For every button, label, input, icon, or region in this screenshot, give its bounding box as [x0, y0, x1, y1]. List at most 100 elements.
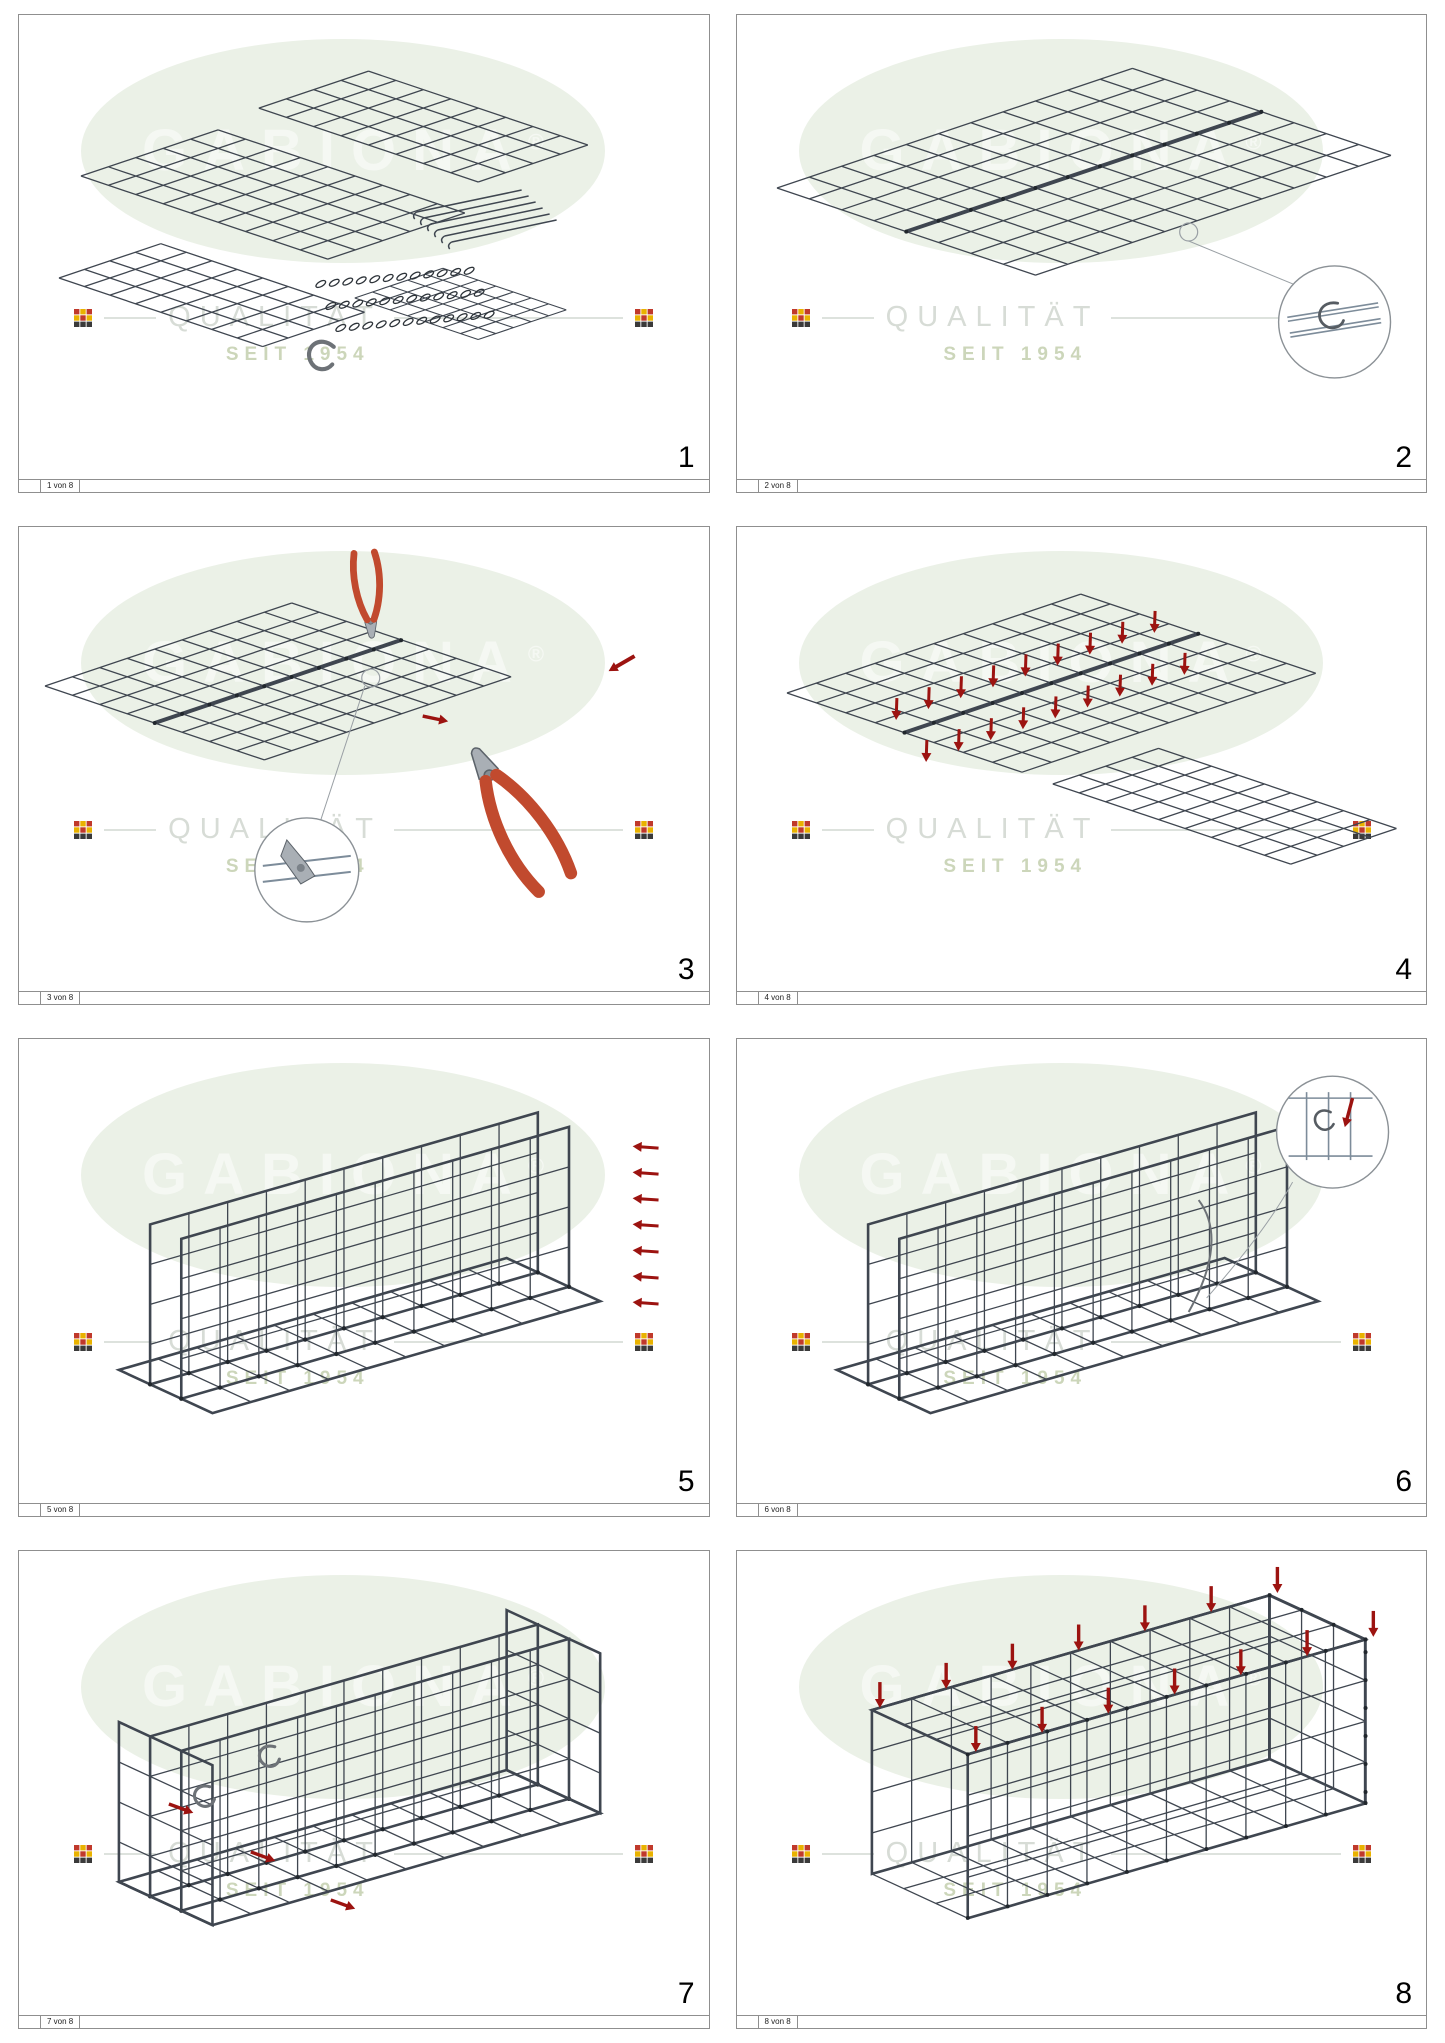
step-number: 6 [1395, 1465, 1412, 1498]
page-indicator: 6 von 8 [759, 1504, 798, 1516]
direction-arrow-icon [987, 665, 998, 688]
registered-mark: ® [1245, 1154, 1262, 1180]
step-number: 8 [1395, 1977, 1412, 2010]
watermark-divider [104, 1852, 157, 1855]
mesh-grid [45, 603, 511, 760]
direction-arrow-icon [1036, 1706, 1047, 1733]
direction-arrow-icon [940, 1662, 951, 1689]
watermark-seit-text: SEIT 1954 [225, 1880, 370, 1902]
watermark-ellipse: GABIONA® [81, 550, 606, 776]
title-block: 3 von 8 [19, 991, 709, 1004]
mesh-grid [967, 1640, 1364, 1919]
brand-logo-icon [74, 1332, 93, 1351]
page-indicator: 3 von 8 [41, 992, 81, 1004]
step-number: 7 [677, 1977, 695, 2010]
brand-logo-icon [635, 1332, 654, 1351]
spiral-row [335, 310, 495, 333]
mesh-grid [871, 1595, 1268, 1874]
instruction-step-panel: GABIONA® QUALITÄT SEIT 1954 2 2 von 8 [735, 14, 1427, 493]
watermark-brand-text: GABIONA® [142, 630, 545, 696]
watermark-qualitaet-text: QUALITÄT [168, 1837, 382, 1870]
watermark-qualitaet-text: QUALITÄT [168, 1325, 382, 1358]
watermark-divider [1111, 828, 1341, 831]
mesh-grid [119, 1258, 600, 1413]
brand-logo-icon [635, 820, 654, 839]
mesh-grid [1269, 1595, 1365, 1803]
clip-dots [147, 1782, 541, 1899]
instruction-step-panel: GABIONA® QUALITÄT SEIT 1954 3 3 von 8 [18, 526, 710, 1005]
title-block-cell [19, 992, 41, 1004]
instruction-step-panel: GABIONA® QUALITÄT SEIT 1954 5 5 von 8 [18, 1038, 710, 1517]
instruction-step-panel: GABIONA® QUALITÄT SEIT 1954 7 7 von 8 [18, 1550, 710, 2029]
title-block: 1 von 8 [19, 479, 709, 492]
direction-arrow-icon [1139, 1605, 1150, 1632]
watermark-divider [1111, 1852, 1341, 1855]
watermark-brand-text: GABIONA® [142, 118, 545, 184]
clip-dots [1267, 1593, 1368, 1642]
step-illustration [737, 15, 1427, 379]
watermark-row: QUALITÄT [791, 1325, 1371, 1358]
detail-inset-content [1286, 301, 1381, 338]
leader-line [1205, 1181, 1293, 1299]
step-illustration [737, 1075, 1389, 1503]
watermark-seit-text: SEIT 1954 [943, 856, 1088, 878]
direction-arrow-icon [1020, 654, 1031, 677]
watermark-qualitaet-text: QUALITÄT [885, 301, 1100, 334]
brand-logo-icon [74, 308, 93, 327]
direction-arrow-icon [1102, 1687, 1113, 1714]
watermark-row: QUALITÄT [74, 813, 654, 846]
direction-arrow-icon [1050, 696, 1061, 719]
title-block-cell [19, 2016, 41, 2028]
mesh-grid [259, 71, 588, 182]
detail-inset [1275, 1075, 1389, 1189]
watermark-divider [821, 316, 874, 319]
watermark-brand-text: GABIONA® [142, 1654, 545, 1720]
mesh-grid [150, 1113, 538, 1385]
direction-arrow-icon [168, 1802, 194, 1815]
page-indicator: 8 von 8 [759, 2016, 798, 2028]
detail-inset [1277, 265, 1391, 379]
direction-arrow-icon [923, 687, 934, 710]
registered-mark: ® [527, 642, 545, 668]
direction-arrow-icon [422, 714, 449, 725]
step-number: 2 [1395, 441, 1412, 474]
brand-logo-icon [74, 1844, 93, 1863]
watermark-ellipse: GABIONA® [798, 38, 1323, 264]
direction-arrow-icon [1114, 674, 1125, 697]
direction-arrow-icon [632, 1219, 659, 1230]
watermark: GABIONA® QUALITÄT SEIT 1954 [19, 1039, 709, 1516]
direction-arrow-icon [330, 1898, 356, 1911]
watermark-brand-text: GABIONA® [142, 1142, 545, 1208]
watermark-divider [1111, 316, 1341, 319]
direction-arrow-icon [1073, 1624, 1084, 1651]
watermark-divider [393, 1340, 624, 1343]
direction-arrow-icon [1271, 1566, 1282, 1593]
clip-dots [152, 638, 404, 726]
brand-logo-icon [1352, 820, 1371, 839]
watermark-qualitaet-text: QUALITÄT [885, 1325, 1100, 1358]
watermark: GABIONA® QUALITÄT SEIT 1954 [737, 527, 1427, 1004]
detail-inset-content [262, 838, 351, 885]
direction-arrow-icon [1367, 1610, 1378, 1637]
direction-arrow-icon [953, 729, 964, 752]
registered-mark: ® [1245, 642, 1262, 668]
direction-arrow-icon [1146, 663, 1157, 686]
direction-arrow-icon [955, 676, 966, 699]
step-number: 1 [677, 441, 695, 474]
brand-logo-icon [791, 1844, 810, 1863]
title-block: 6 von 8 [736, 1503, 1426, 1516]
watermark-seit-text: SEIT 1954 [943, 1368, 1088, 1390]
c-clip-icon [257, 1744, 281, 1768]
direction-arrow-icon [632, 1167, 659, 1178]
watermark-divider [104, 316, 157, 319]
direction-arrow-icon [1149, 610, 1160, 633]
brand-logo-icon [791, 308, 810, 327]
watermark-divider [821, 828, 874, 831]
mesh-grid [59, 244, 365, 347]
direction-arrow-icon [632, 1193, 659, 1204]
mesh-grid [871, 1595, 1364, 1754]
direction-arrow-icon [1084, 632, 1095, 655]
direction-arrow-icon [890, 697, 901, 721]
page-indicator: 1 von 8 [41, 480, 81, 492]
